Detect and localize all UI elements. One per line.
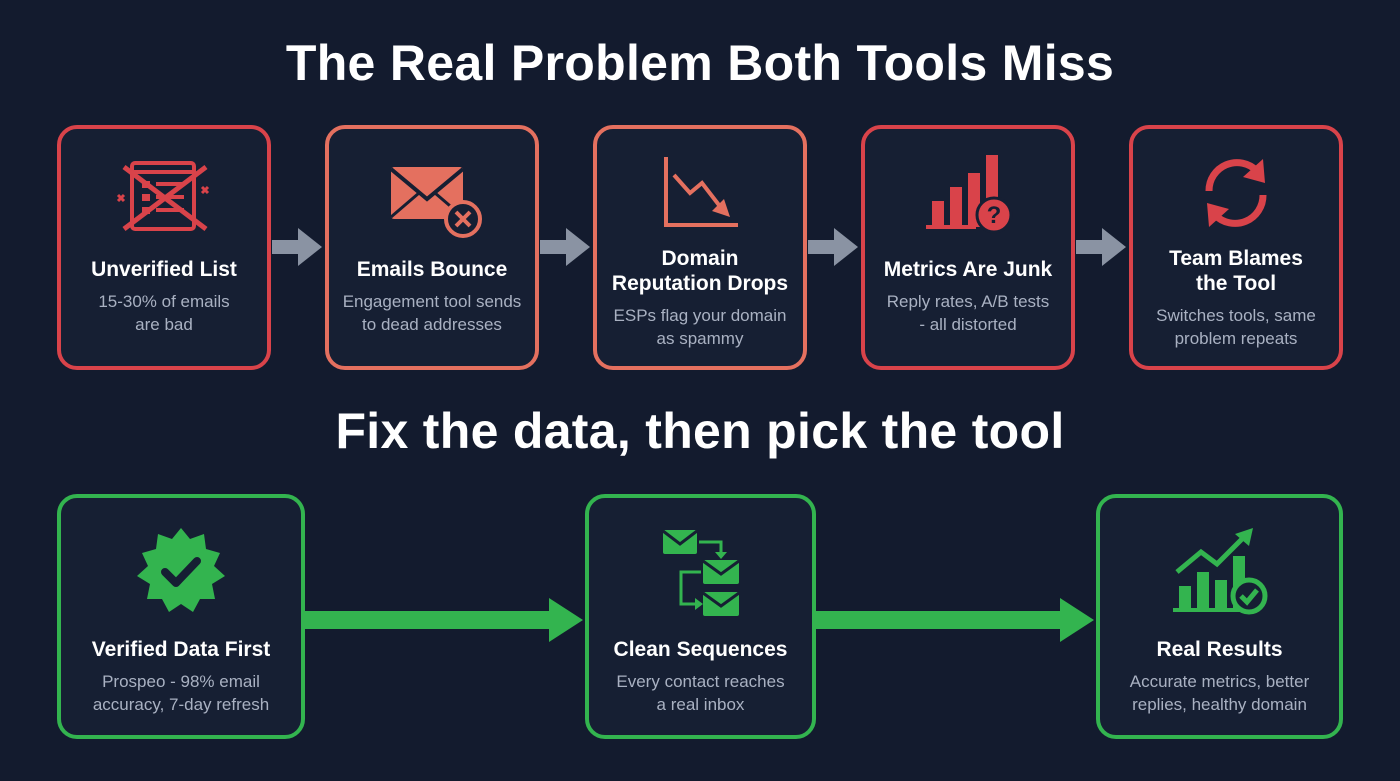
arrow-right-icon <box>816 598 1094 642</box>
step-description-line: Switches tools, same <box>1156 306 1316 325</box>
problem-card-metrics-junk: ? Metrics Are Junk Reply rates, A/B test… <box>861 125 1075 370</box>
svg-text:?: ? <box>987 202 1002 229</box>
step-description-line: 15-30% of emails <box>98 292 230 311</box>
step-description: 15-30% of emails are bad <box>71 290 257 336</box>
step-description-line: Every contact reaches <box>616 672 785 691</box>
envelope-x-icon <box>329 157 535 241</box>
problem-card-emails-bounce: Emails Bounce Engagement tool sends to d… <box>325 125 539 370</box>
step-description: ESPs flag your domain as spammy <box>607 304 793 350</box>
step-title: Verified Data First <box>91 638 271 661</box>
solution-card-verified-data: Verified Data First Prospeo - 98% email … <box>57 494 305 739</box>
step-title: Clean Sequences <box>613 638 788 661</box>
step-description-line: problem repeats <box>1174 329 1298 348</box>
step-description-line: Engagement tool sends <box>342 292 522 311</box>
step-description: Accurate metrics, better replies, health… <box>1110 670 1329 716</box>
problem-card-team-blames: Team Blames the Tool Switches tools, sam… <box>1129 125 1343 370</box>
step-description-line: Accurate metrics, better <box>1129 672 1310 691</box>
step-title: Real Results <box>1156 638 1283 661</box>
step-description-line: as spammy <box>656 329 744 348</box>
arrow-right-icon <box>305 598 583 642</box>
step-title: Emails Bounce <box>356 258 508 281</box>
step-title: Domain Reputation Drops <box>605 246 795 296</box>
bar-chart-question-icon: ? <box>865 153 1071 237</box>
solution-card-clean-sequences: Clean Sequences Every contact reaches a … <box>585 494 816 739</box>
step-description-line: to dead addresses <box>362 315 502 334</box>
step-description-line: Prospeo - 98% email <box>102 672 260 691</box>
arrow-right-icon <box>540 228 590 266</box>
growth-chart-check-icon <box>1100 524 1339 620</box>
arrow-right-icon <box>1076 228 1126 266</box>
problem-card-unverified-list: Unverified List 15-30% of emails are bad <box>57 125 271 370</box>
step-description-line: a real inbox <box>656 695 745 714</box>
verified-badge-icon <box>61 524 301 620</box>
step-description-line: replies, healthy domain <box>1132 695 1307 714</box>
step-description-line: accuracy, 7-day refresh <box>92 695 270 714</box>
problem-card-domain-reputation: Domain Reputation Drops ESPs flag your d… <box>593 125 807 370</box>
step-description: Engagement tool sends to dead addresses <box>339 290 525 336</box>
step-title-line: the Tool <box>1195 272 1277 295</box>
step-title-line: Team Blames <box>1169 247 1303 270</box>
step-description-line: are bad <box>135 315 193 334</box>
step-title: Unverified List <box>91 258 237 281</box>
step-description: Every contact reaches a real inbox <box>599 670 802 716</box>
declining-chart-icon <box>597 153 803 233</box>
title-top: The Real Problem Both Tools Miss <box>285 35 1115 91</box>
step-description: Switches tools, same problem repeats <box>1143 304 1329 350</box>
step-description: Prospeo - 98% email accuracy, 7-day refr… <box>71 670 291 716</box>
step-title: Team Blames the Tool <box>1141 246 1331 296</box>
email-sequence-icon <box>589 522 812 622</box>
step-description-line: Reply rates, A/B tests <box>886 292 1050 311</box>
step-description-line: ESPs flag your domain <box>613 306 787 325</box>
step-title-line: Reputation Drops <box>611 272 789 295</box>
solution-card-real-results: Real Results Accurate metrics, better re… <box>1096 494 1343 739</box>
step-description: Reply rates, A/B tests - all distorted <box>875 290 1061 336</box>
refresh-cycle-icon <box>1133 151 1339 235</box>
step-title-line: Domain <box>661 247 739 270</box>
title-bottom: Fix the data, then pick the tool <box>335 403 1065 459</box>
crossed-out-list-icon <box>61 157 267 237</box>
step-description-line: - all distorted <box>919 315 1017 334</box>
step-title: Metrics Are Junk <box>883 258 1053 281</box>
arrow-right-icon <box>272 228 322 266</box>
arrow-right-icon <box>808 228 858 266</box>
